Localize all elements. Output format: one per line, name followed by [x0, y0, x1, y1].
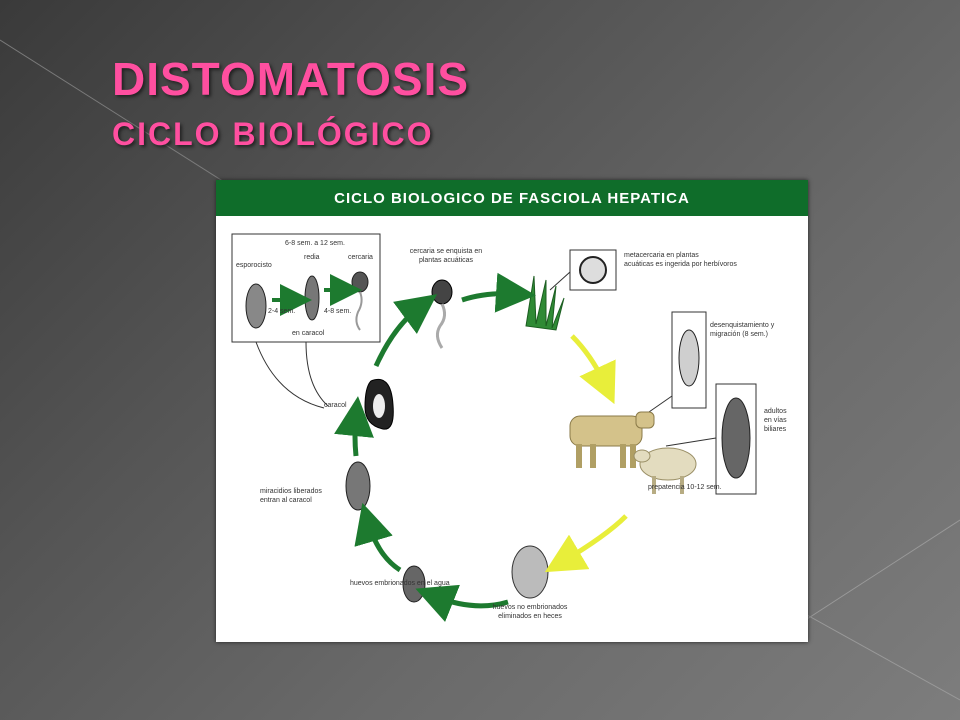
cercaria-tail [435, 303, 447, 349]
label-cercaria-enquista-1: cercaria se enquista en [409, 248, 483, 255]
label-prepatencia: prepatencia 10-12 sem. [648, 484, 722, 491]
cercaria-icon [431, 279, 453, 305]
adult-fluke-icon [721, 397, 751, 479]
arrow-water-to-miracidium [354, 502, 402, 573]
label-caracol: caracol [324, 402, 347, 409]
label-huevos-no-1: huevos no embrionados [492, 604, 568, 611]
esporocisto-icon [245, 283, 267, 329]
plant-icon [525, 275, 565, 331]
label-en-caracol: en caracol [292, 330, 325, 337]
label-adultos-2: en vías [764, 417, 787, 424]
life-cycle-diagram [231, 233, 757, 622]
connector-line [305, 341, 329, 407]
label-desenquistamiento-1: desenquistamiento y [710, 322, 775, 329]
life-cycle-figure: CICLO BIOLOGICO DE FASCIOLA HEPATICA [216, 180, 808, 642]
redia-icon [304, 275, 320, 321]
label-snail-time: 6-8 sem. a 12 sem. [285, 240, 345, 247]
label-huevos-embrionados: huevos embrionados en el agua [350, 580, 450, 587]
sheep-icon [633, 447, 697, 494]
label-huevos-no-2: eliminados en heces [498, 613, 562, 620]
label-redia: redia [304, 254, 320, 261]
cow-icon [569, 411, 655, 468]
arrow-host-to-egg [544, 514, 628, 573]
arrow-egg-to-water [415, 584, 509, 622]
label-cercaria: cercaria [348, 254, 373, 261]
label-time-2-4: 2-4 sem. [268, 308, 296, 315]
label-metacercaria-1: metacercaria en plantas [624, 252, 699, 259]
slide-subtitle: CICLO BIOLÓGICO [112, 116, 434, 152]
label-time-4-8: 4-8 sem. [324, 308, 352, 315]
label-adultos-3: biliares [764, 426, 787, 433]
label-miracidios-2: entran al caracol [260, 497, 312, 504]
snail-shell-highlight [373, 394, 385, 418]
label-metacercaria-2: acuáticas es ingerida por herbívoros [624, 261, 737, 268]
cercaria-inset-icon [351, 271, 369, 293]
label-miracidios-1: miracidios liberados [260, 488, 322, 495]
cercaria-inset-tail [355, 291, 363, 331]
label-cercaria-enquista-2: plantas acuáticas [418, 257, 474, 264]
slide-title: DISTOMATOSIS [112, 53, 470, 105]
label-esporocisto: esporocisto [236, 262, 272, 269]
connector-line [549, 271, 571, 291]
miracidium-icon [345, 461, 371, 511]
arrow-snail-to-cercaria [373, 294, 438, 368]
arrow-plant-to-host [570, 334, 616, 405]
arrow-miracidium-to-snail [334, 396, 374, 457]
migrating-fluke-icon [678, 329, 700, 387]
connector-line [665, 437, 717, 447]
figure-header: CICLO BIOLOGICO DE FASCIOLA HEPATICA [216, 180, 808, 216]
metacercaria-icon [579, 256, 607, 284]
egg-icon [511, 545, 549, 599]
label-desenquistamiento-2: migración (8 sem.) [710, 331, 768, 338]
connector-line [255, 341, 325, 409]
label-adultos-1: adultos [764, 408, 787, 415]
arrow-cercaria-to-plant [461, 272, 536, 313]
